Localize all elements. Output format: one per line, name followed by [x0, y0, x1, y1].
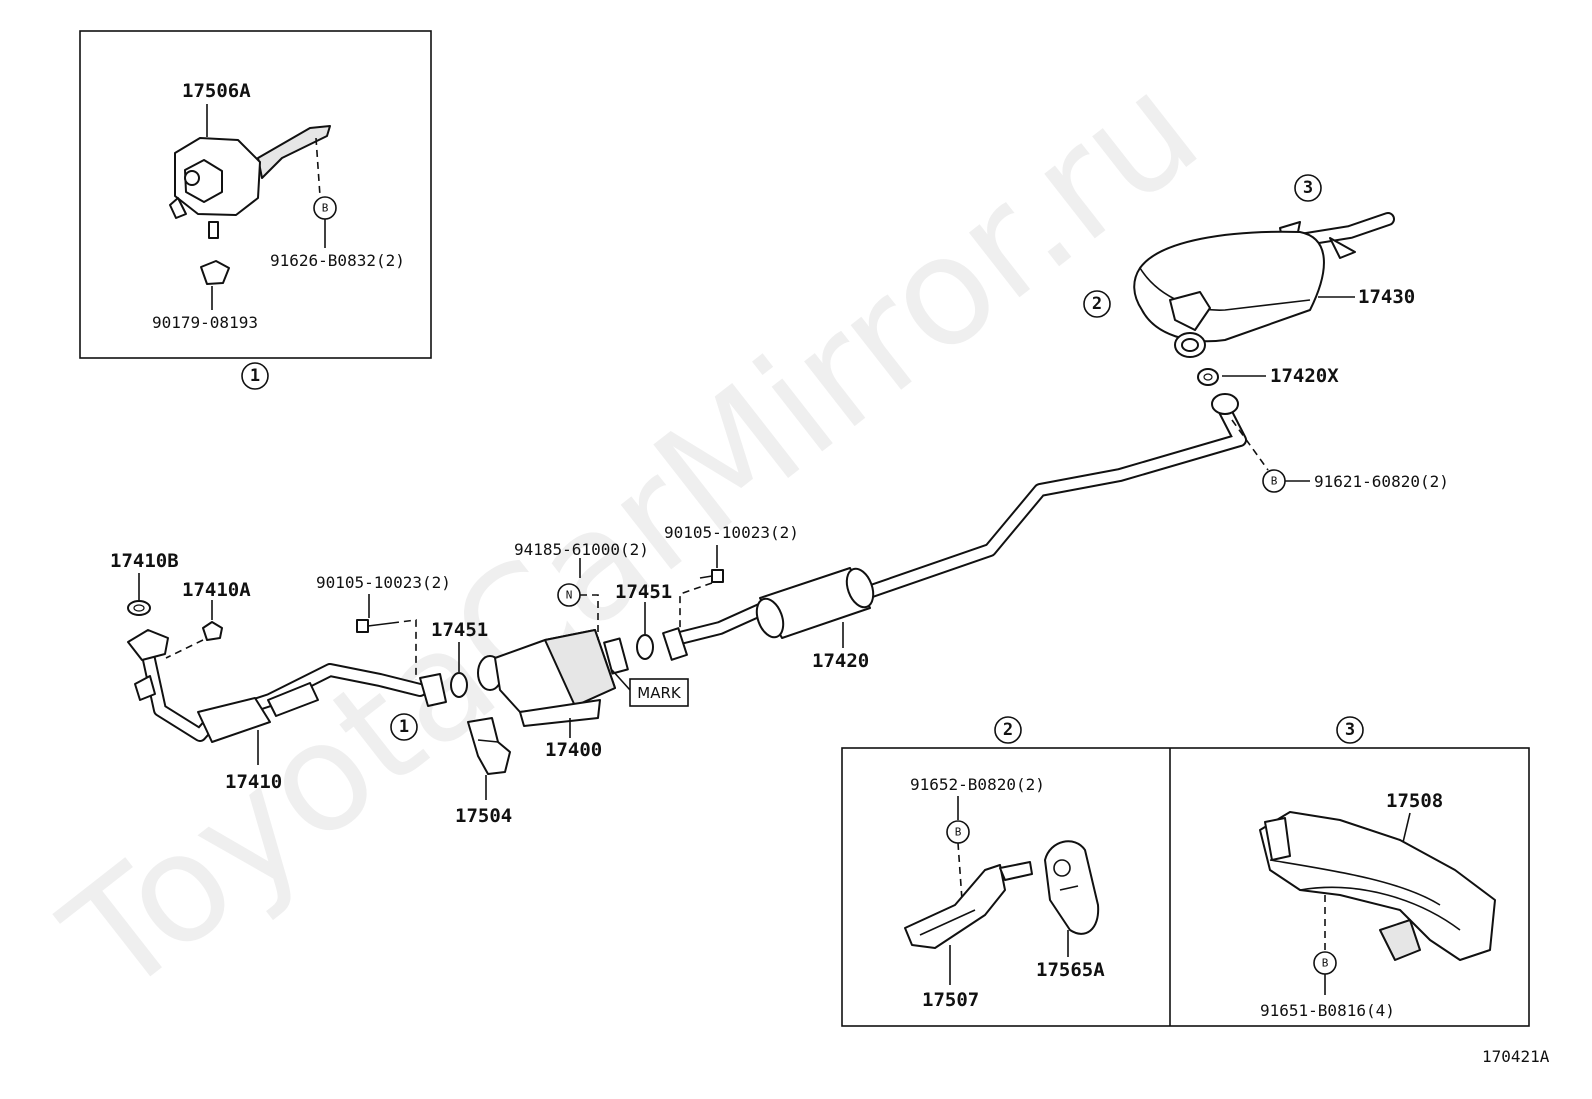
gasket-17451-left[interactable] — [450, 672, 468, 698]
svg-text:3: 3 — [1345, 720, 1355, 740]
svg-text:1: 1 — [250, 366, 260, 386]
nut-17410A[interactable] — [202, 621, 223, 641]
svg-text:N: N — [566, 589, 573, 602]
mark-label: MARK — [629, 678, 689, 707]
nut-90179[interactable] — [200, 260, 230, 285]
svg-text:2: 2 — [1003, 720, 1013, 740]
svg-text:3: 3 — [1303, 178, 1313, 198]
svg-text:MARK: MARK — [637, 684, 682, 702]
muffler-17430[interactable] — [1133, 212, 1395, 358]
callout-91626-B0832[interactable]: 91626-B0832(2) — [270, 251, 405, 270]
callout-90105-10023-left[interactable]: 90105-10023(2) — [316, 573, 451, 592]
callout-17504[interactable]: 17504 — [455, 805, 512, 827]
bolt-90105-left[interactable] — [356, 619, 393, 633]
bracket-17507[interactable] — [904, 861, 1033, 949]
callout-17565A[interactable]: 17565A — [1036, 959, 1105, 981]
catalytic-converter-17400[interactable] — [477, 629, 629, 727]
circle-1-main: 1 — [390, 713, 418, 741]
svg-text:B: B — [322, 202, 329, 215]
callout-90105-10023-right[interactable]: 90105-10023(2) — [664, 523, 799, 542]
callout-94185-61000[interactable]: 94185-61000(2) — [514, 540, 649, 559]
bracket-17504[interactable] — [467, 717, 511, 775]
callout-90179-08193[interactable]: 90179-08193 — [152, 313, 258, 332]
hanger-17506A[interactable] — [169, 125, 331, 239]
nut-badge-94185: N — [557, 583, 581, 607]
inset-3: 17508 B 91651-B0816(4) — [1259, 790, 1496, 1020]
callout-17430[interactable]: 17430 — [1358, 286, 1415, 308]
svg-text:1: 1 — [399, 717, 409, 737]
callout-17451-right[interactable]: 17451 — [615, 581, 672, 603]
callout-91651-B0816[interactable]: 91651-B0816(4) — [1260, 1001, 1395, 1020]
callout-17420X[interactable]: 17420X — [1270, 365, 1339, 387]
tail-pipe[interactable] — [853, 398, 1247, 602]
callout-17420[interactable]: 17420 — [812, 650, 869, 672]
bolt-badge-91621: B — [1262, 469, 1286, 493]
svg-text:2: 2 — [1092, 294, 1102, 314]
circle-1-label: 1 — [241, 362, 269, 390]
callout-17410A[interactable]: 17410A — [182, 579, 251, 601]
inset-2: 91652-B0820(2) B 17507 17565A — [904, 775, 1105, 1011]
gasket-17451-right[interactable] — [636, 634, 654, 660]
circle-2-muffler: 2 — [1083, 290, 1111, 318]
callout-17410[interactable]: 17410 — [225, 771, 282, 793]
svg-text:B: B — [955, 826, 962, 839]
callout-91652-B0820[interactable]: 91652-B0820(2) — [910, 775, 1045, 794]
center-pipe-17420[interactable] — [662, 565, 878, 661]
hanger-17508[interactable] — [1259, 811, 1496, 961]
circle-2-label: 2 — [994, 716, 1022, 744]
callout-17400[interactable]: 17400 — [545, 739, 602, 761]
callout-17506A[interactable]: 17506A — [182, 80, 251, 102]
bolt-badge-inset2: B — [946, 820, 970, 844]
bolt-90105-right[interactable] — [699, 569, 724, 583]
hanger-17565A[interactable] — [1044, 840, 1100, 935]
diagram-id: 170421A — [1482, 1047, 1550, 1066]
front-pipe-17410[interactable] — [127, 629, 447, 743]
circle-3-muffler: 3 — [1294, 174, 1322, 202]
bolt-badge-inset1: B — [313, 196, 337, 220]
inset-1-frame — [79, 30, 432, 359]
callout-91621-60820[interactable]: 91621-60820(2) — [1314, 472, 1449, 491]
inset-2-3-frame — [841, 747, 1530, 1027]
svg-text:B: B — [1271, 475, 1278, 488]
inset-1: 17506A B 91626-B0832(2) 90179-08193 — [79, 30, 432, 359]
callout-17451-left[interactable]: 17451 — [431, 619, 488, 641]
circle-3-label: 3 — [1336, 716, 1364, 744]
callout-17508[interactable]: 17508 — [1386, 790, 1443, 812]
callout-17410B[interactable]: 17410B — [110, 550, 179, 572]
callout-17507[interactable]: 17507 — [922, 989, 979, 1011]
svg-text:B: B — [1322, 957, 1329, 970]
bolt-badge-inset3: B — [1313, 951, 1337, 975]
